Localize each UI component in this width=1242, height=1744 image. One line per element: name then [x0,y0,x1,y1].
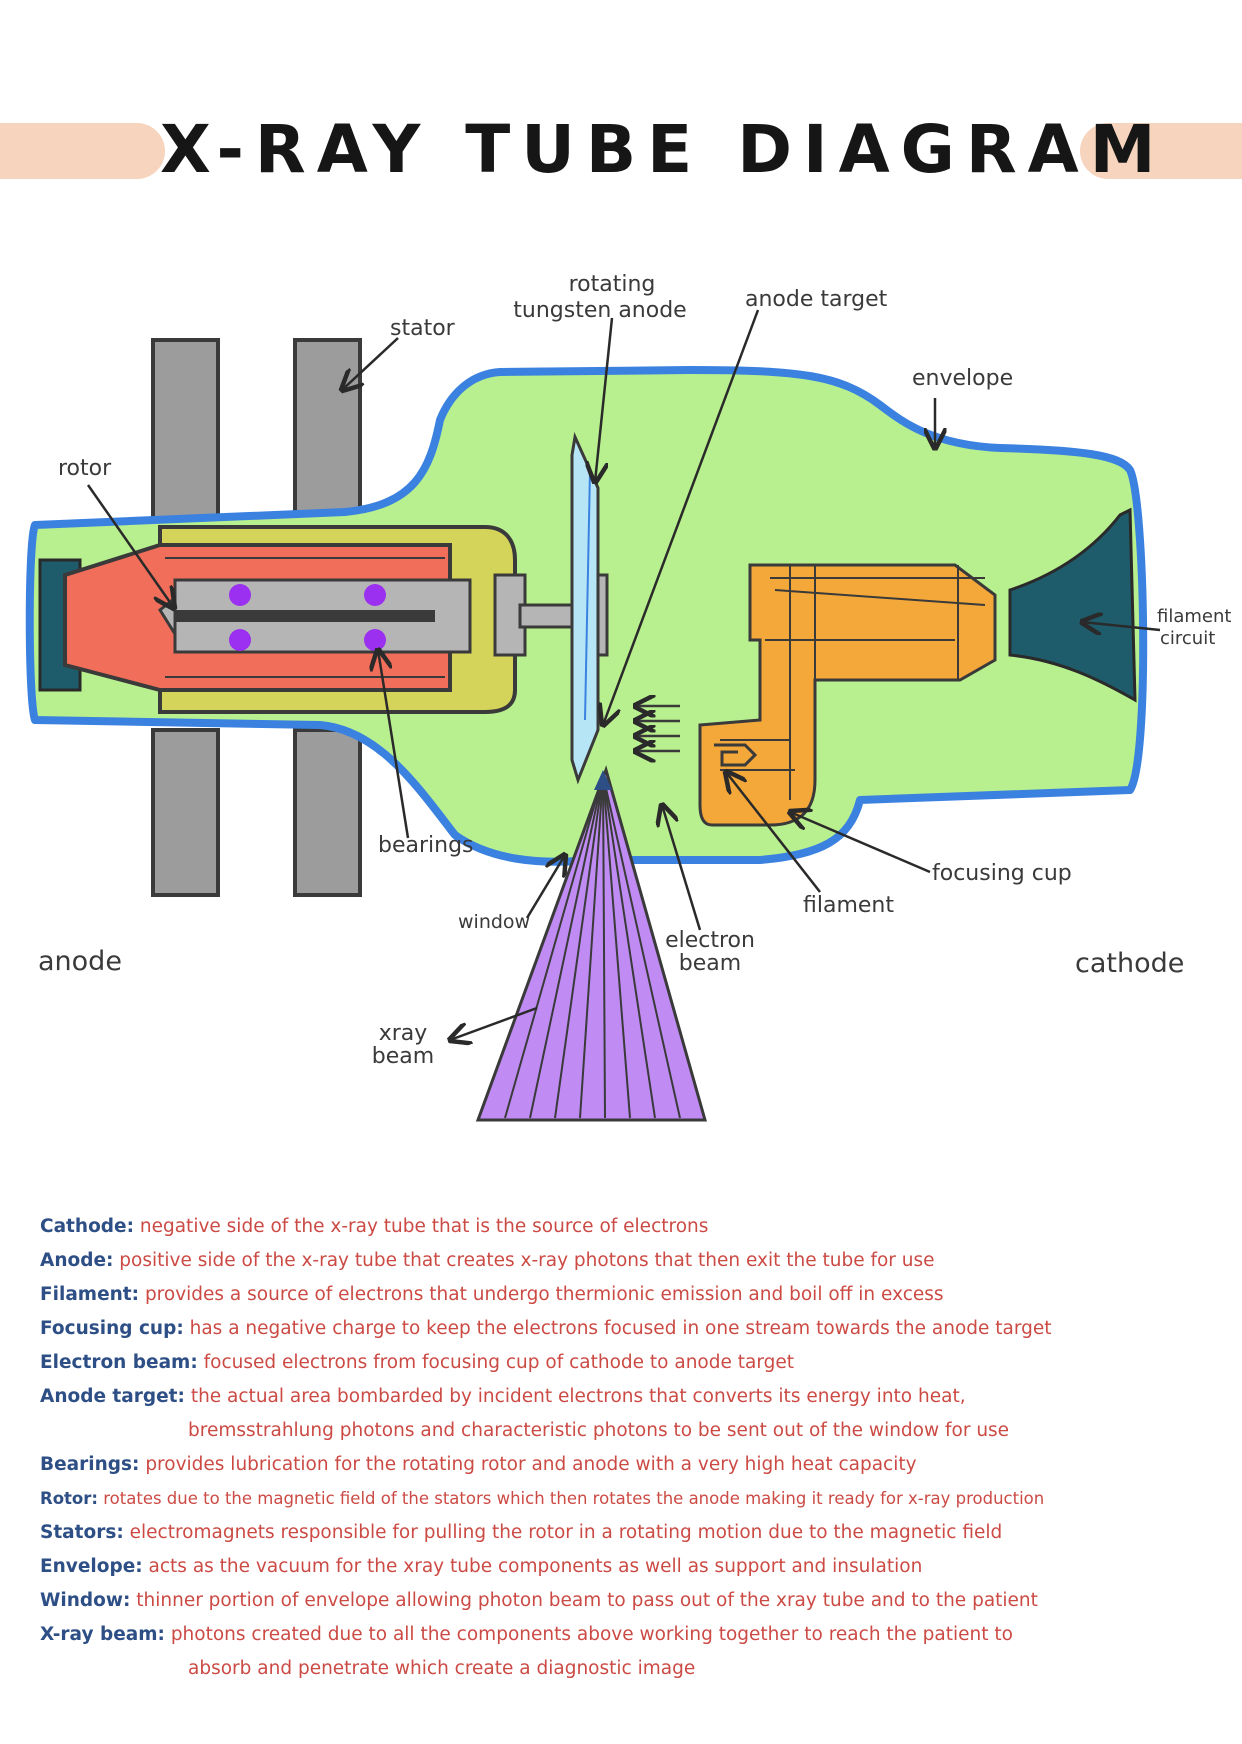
stator-arrow [342,337,399,390]
rotating-tungsten-anode [570,431,600,785]
label-filament-circuit-line2: circuit [1160,628,1215,649]
stator-bottom-right [293,728,362,897]
bearings-group [229,584,386,651]
label-stator: stator [390,316,456,341]
label-window: window [458,911,530,933]
bearing-1 [229,584,251,606]
label-electron-line1: electron [665,928,755,953]
label-cathode: cathode [1075,948,1184,979]
filament-arrow [726,772,821,893]
filament-circuit-arrow [1082,622,1161,630]
definition-xray-beam: X-ray beam: photons created due to all t… [40,1624,1013,1679]
label-anode-target: anode target [745,287,888,312]
filament-circuit-socket [1008,507,1137,703]
xray-beam [475,765,707,1122]
rotor-inner-lines [165,557,445,678]
filament-coil [714,743,758,767]
definition-electron-beam: Electron beam: focused electrons from fo… [40,1352,795,1373]
label-envelope: envelope [912,366,1013,391]
definition-focusing-cup: Focusing cup: has a negative charge to k… [40,1318,1052,1339]
definition-anode-target: Anode target: the actual area bombarded … [40,1386,1010,1441]
label-rotating-line1: rotating [569,272,656,297]
definition-cathode: Cathode: negative side of the x-ray tube… [40,1216,709,1237]
page-title: X-RAY TUBE DIAGRAM [160,111,1167,188]
xray-tube-diagram: stator rotating tungsten anode anode tar… [25,272,1231,1122]
label-filament-circuit-line1: filament [1157,606,1231,627]
definition-envelope: Envelope: acts as the vacuum for the xra… [40,1556,923,1577]
label-bearings: bearings [378,833,474,858]
bearings-arrow [378,650,410,839]
electron-beam-arrows [635,706,680,751]
rotor-arrow [86,484,174,608]
label-electron-line2: beam [679,951,741,976]
anode-target-arrow [603,309,760,725]
definition-filament: Filament: provides a source of electrons… [40,1284,944,1305]
rotor-axle [175,610,435,622]
definition-bearings: Bearings: provides lubrication for the r… [40,1454,917,1475]
label-xray-line1: xray [379,1021,428,1046]
definition-rotor: Rotor: rotates due to the magnetic field… [40,1489,1045,1508]
label-rotating-line2: tungsten anode [513,298,686,323]
bearing-3 [364,584,386,606]
definition-stators: Stators: electromagnets responsible for … [40,1522,1003,1543]
title-bar: X-RAY TUBE DIAGRAM [0,115,1242,185]
definition-anode: Anode: positive side of the x-ray tube t… [40,1250,935,1271]
title-accent-right [1080,123,1242,179]
label-filament: filament [803,893,894,918]
label-xray-line2: beam [372,1044,434,1069]
electron-beam-arrow [662,805,702,931]
bearing-2 [229,629,251,651]
title-accent-left [0,123,165,179]
focusing-cup [698,563,997,827]
focusing-cup-arrow [790,812,931,874]
definitions-list: Cathode: negative side of the x-ray tube… [40,1210,1220,1686]
rotating-anode-arrow [595,317,614,482]
focusing-cup-lines [720,565,986,800]
stator-bottom-left [151,728,220,897]
label-anode: anode [38,946,122,977]
label-focusing-cup: focusing cup [932,861,1072,886]
stator-coils [151,338,362,897]
bearing-4 [364,629,386,651]
xray-beam-arrow [450,1006,538,1040]
stator-top-left [151,338,220,542]
definition-window: Window: thinner portion of envelope allo… [40,1590,1038,1611]
label-rotor: rotor [58,456,112,481]
window-arrow [525,855,565,919]
anode-disc-edge [584,469,591,721]
